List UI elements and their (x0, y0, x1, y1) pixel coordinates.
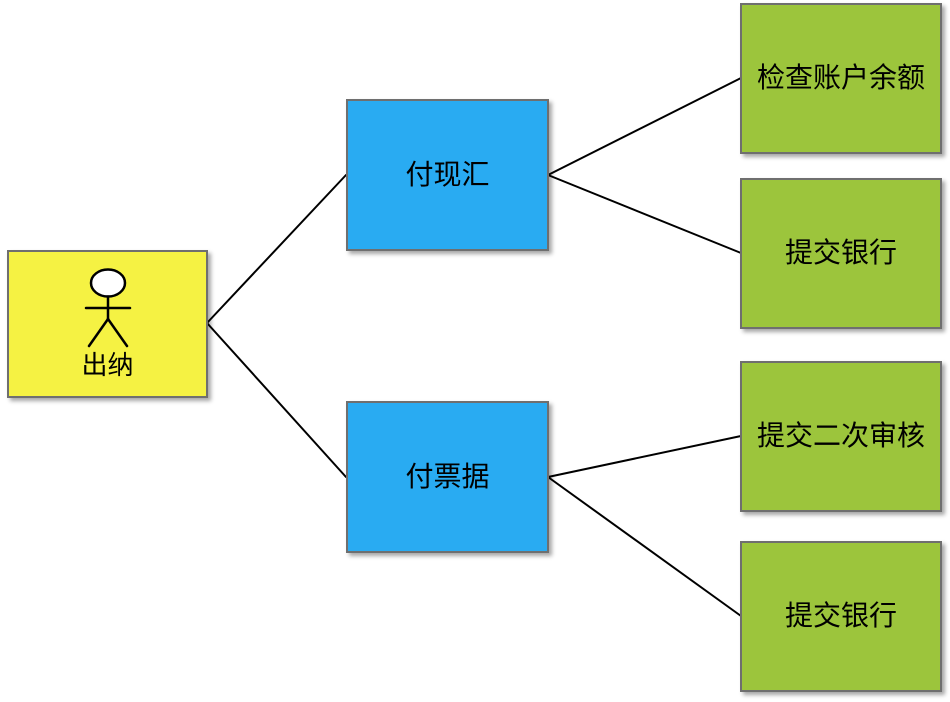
leaf-node-submit-bank-2[interactable]: 提交银行 (740, 541, 942, 692)
leaf-node-label: 检查账户余额 (756, 62, 925, 94)
connector-branch1-leaf2 (547, 174, 742, 254)
actor-node-label: 出纳 (81, 350, 134, 381)
leaf-node-label: 提交银行 (784, 237, 897, 269)
leaf-node-submit-second-review[interactable]: 提交二次审核 (740, 361, 942, 512)
leaf-node-check-account-balance[interactable]: 检查账户余额 (740, 3, 942, 154)
leaf-node-submit-bank-1[interactable]: 提交银行 (740, 178, 942, 329)
connector-branch2-leaf4 (547, 476, 742, 617)
leaf-node-label: 提交二次审核 (756, 420, 925, 452)
connector-actor-branch2 (206, 322, 347, 478)
branch-node-pay-cash-remittance[interactable]: 付现汇 (346, 99, 549, 251)
actor-node-cashier[interactable]: 出纳 (7, 250, 208, 398)
connector-branch1-leaf1 (547, 77, 742, 176)
stick-figure-actor-icon (84, 268, 131, 348)
branch-node-label: 付票据 (405, 460, 490, 492)
branch-node-label: 付现汇 (405, 158, 490, 190)
connector-branch2-leaf3 (547, 435, 742, 478)
branch-node-pay-bill[interactable]: 付票据 (346, 401, 549, 553)
leaf-node-label: 提交银行 (784, 600, 897, 632)
connector-actor-branch1 (206, 174, 347, 324)
